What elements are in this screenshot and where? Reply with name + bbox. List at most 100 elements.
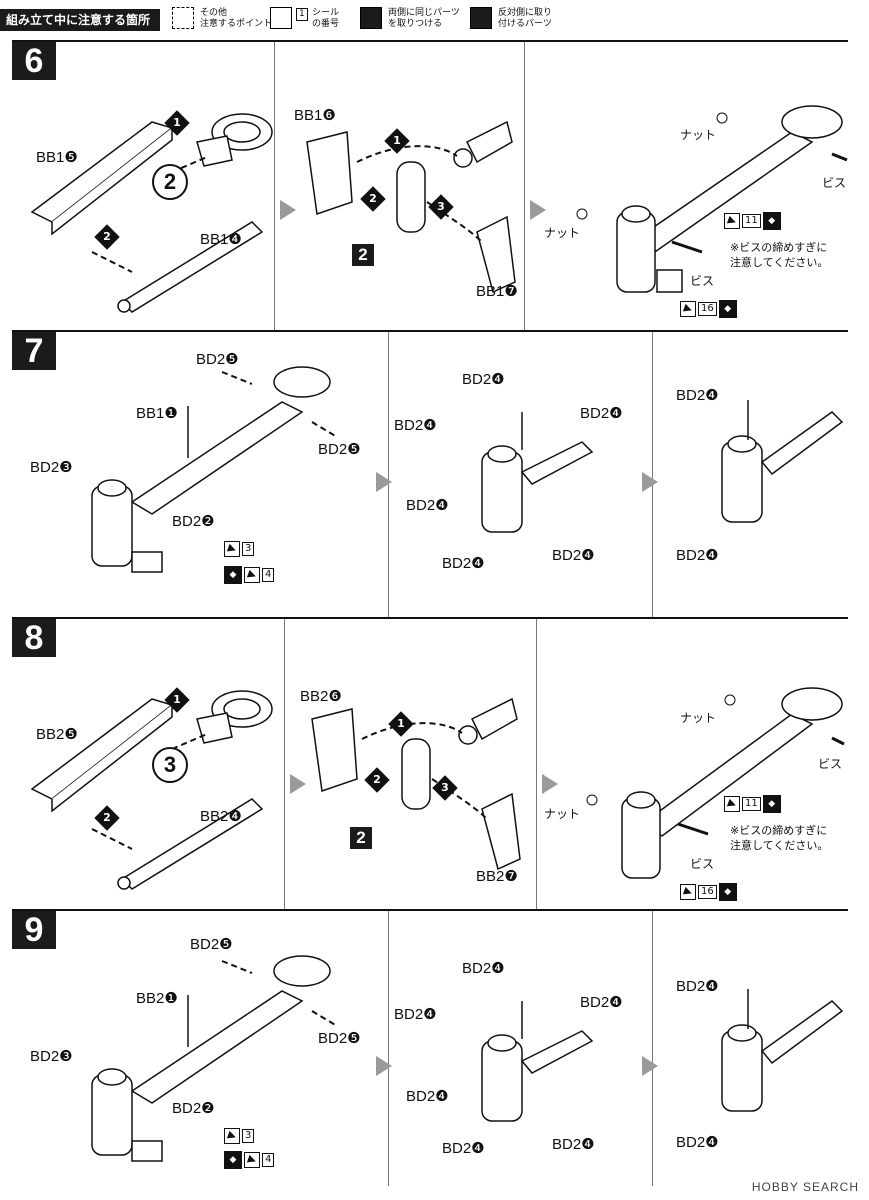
nut-label: ナット	[544, 807, 581, 821]
arm-detail-illustration	[91, 366, 338, 573]
part-label: BD2❹	[580, 994, 623, 1011]
sub-assembly-number: 2	[350, 827, 372, 849]
part-label: BB2❻	[300, 688, 342, 705]
arm-detail-illustration	[91, 955, 338, 1162]
order-mark: 1	[164, 110, 190, 136]
part-label: BD2❹	[676, 547, 719, 564]
sticker-number: 11	[742, 797, 761, 811]
part-label: BD2❹	[406, 1088, 449, 1105]
screw-label: ビス	[822, 176, 847, 190]
caps-attach-illustration	[481, 1001, 594, 1122]
part-label: BD2❹	[442, 1140, 485, 1157]
nut-label: ナット	[544, 226, 581, 240]
order-mark: 3	[428, 194, 454, 220]
sticker-number: 16	[698, 302, 717, 316]
sub-assembly-number: 2	[152, 164, 188, 200]
panel-divider	[274, 42, 275, 330]
sub-assembly-number: 3	[152, 747, 188, 783]
part-label: BD2❷	[172, 513, 215, 530]
order-mark: 3	[432, 775, 458, 801]
both-sides-icon: ◆	[762, 795, 781, 813]
panel-divider	[524, 42, 525, 330]
legend-opposite: 反対側に取り 付けるパーツ	[498, 8, 553, 29]
part-label: BB1❺	[36, 149, 78, 166]
part-label: BB1❻	[294, 107, 336, 124]
order-mark: 2	[94, 224, 120, 250]
flow-arrow-icon	[280, 200, 296, 220]
part-label: BD2❹	[552, 1136, 595, 1153]
assembled-arm-illustration	[586, 687, 845, 879]
legend-other-note: その他 注意するポイント	[200, 8, 273, 29]
part-label: BD2❹	[406, 497, 449, 514]
legend-sticker-number: 1	[296, 8, 308, 21]
caution-note: ※ビスの締めすぎに 注意してください。	[730, 241, 829, 269]
sticker-number: 3	[242, 542, 255, 556]
step-number: 9	[12, 911, 56, 949]
part-label: BB2❹	[200, 808, 242, 825]
frame-parts-illustration	[30, 113, 273, 313]
step-number: 7	[12, 332, 56, 370]
sticker-icon	[224, 541, 240, 557]
flow-arrow-icon	[642, 472, 658, 492]
part-label: BD2❹	[442, 555, 485, 572]
final-cap-illustration	[721, 989, 844, 1112]
part-label: BD2❹	[462, 960, 505, 977]
order-mark: 2	[364, 767, 390, 793]
part-label: BD2❹	[676, 387, 719, 404]
part-label: BB1❶	[136, 405, 178, 422]
sticker-callout: 11 ◆	[724, 212, 781, 230]
panel-divider	[388, 911, 389, 1186]
order-mark: 2	[360, 186, 386, 212]
order-mark: 1	[384, 128, 410, 154]
final-cap-illustration	[721, 400, 844, 523]
part-label: BD2❹	[580, 405, 623, 422]
sticker-callout: 16 ◆	[680, 883, 737, 901]
part-label: BD2❸	[30, 459, 73, 476]
part-label: BD2❹	[462, 371, 505, 388]
flow-arrow-icon	[376, 1056, 392, 1076]
sticker-icon	[270, 7, 292, 29]
both-sides-icon: ◆	[762, 212, 781, 230]
part-label: BD2❺	[318, 441, 361, 458]
part-label: BD2❷	[172, 1100, 215, 1117]
part-label: BD2❹	[394, 417, 437, 434]
part-label: BD2❹	[394, 1006, 437, 1023]
part-label: BD2❺	[318, 1030, 361, 1047]
order-mark: 2	[94, 805, 120, 831]
step-9-panel: 9 BD2❺ BB2❶ BD2❺ BD2❸ BD2❷ 3 ◆ 4	[12, 909, 848, 1186]
sticker-number: 4	[262, 568, 275, 582]
step-number: 8	[12, 619, 56, 657]
sticker-number: 3	[242, 1129, 255, 1143]
sticker-icon	[680, 301, 696, 317]
part-label: BB2❺	[36, 726, 78, 743]
caution-note: ※ビスの締めすぎに 注意してください。	[730, 824, 829, 852]
panel-divider	[652, 911, 653, 1186]
order-mark: 1	[388, 711, 414, 737]
opposite-side-icon: ◆	[224, 1151, 242, 1169]
nut-label: ナット	[680, 711, 717, 725]
legend-both-same: 両側に同じパーツ を取りつける	[388, 8, 460, 29]
legend-sticker-label: シール の番号	[312, 8, 340, 29]
opposite-side-icon	[470, 7, 492, 29]
sticker-icon	[224, 1128, 240, 1144]
sticker-number: 4	[262, 1153, 275, 1167]
sticker-callout: 3	[224, 540, 255, 558]
sticker-callout: 11 ◆	[724, 795, 781, 813]
part-label: BD2❺	[196, 351, 239, 368]
part-label: BB2❶	[136, 990, 178, 1007]
flow-arrow-icon	[376, 472, 392, 492]
part-label: BD2❺	[190, 936, 233, 953]
screw-label: ビス	[690, 274, 715, 288]
screw-label: ビス	[818, 757, 843, 771]
order-mark: 1	[164, 687, 190, 713]
sticker-icon	[724, 213, 740, 229]
panel-divider	[536, 619, 537, 909]
assembled-arm-illustration	[576, 105, 848, 293]
part-label: BD2❹	[676, 1134, 719, 1151]
sticker-callout: 16 ◆	[680, 300, 737, 318]
part-label: BD2❹	[676, 978, 719, 995]
caps-attach-illustration	[481, 412, 594, 533]
flow-arrow-icon	[290, 774, 306, 794]
panel-divider	[284, 619, 285, 909]
sticker-icon	[244, 567, 260, 583]
